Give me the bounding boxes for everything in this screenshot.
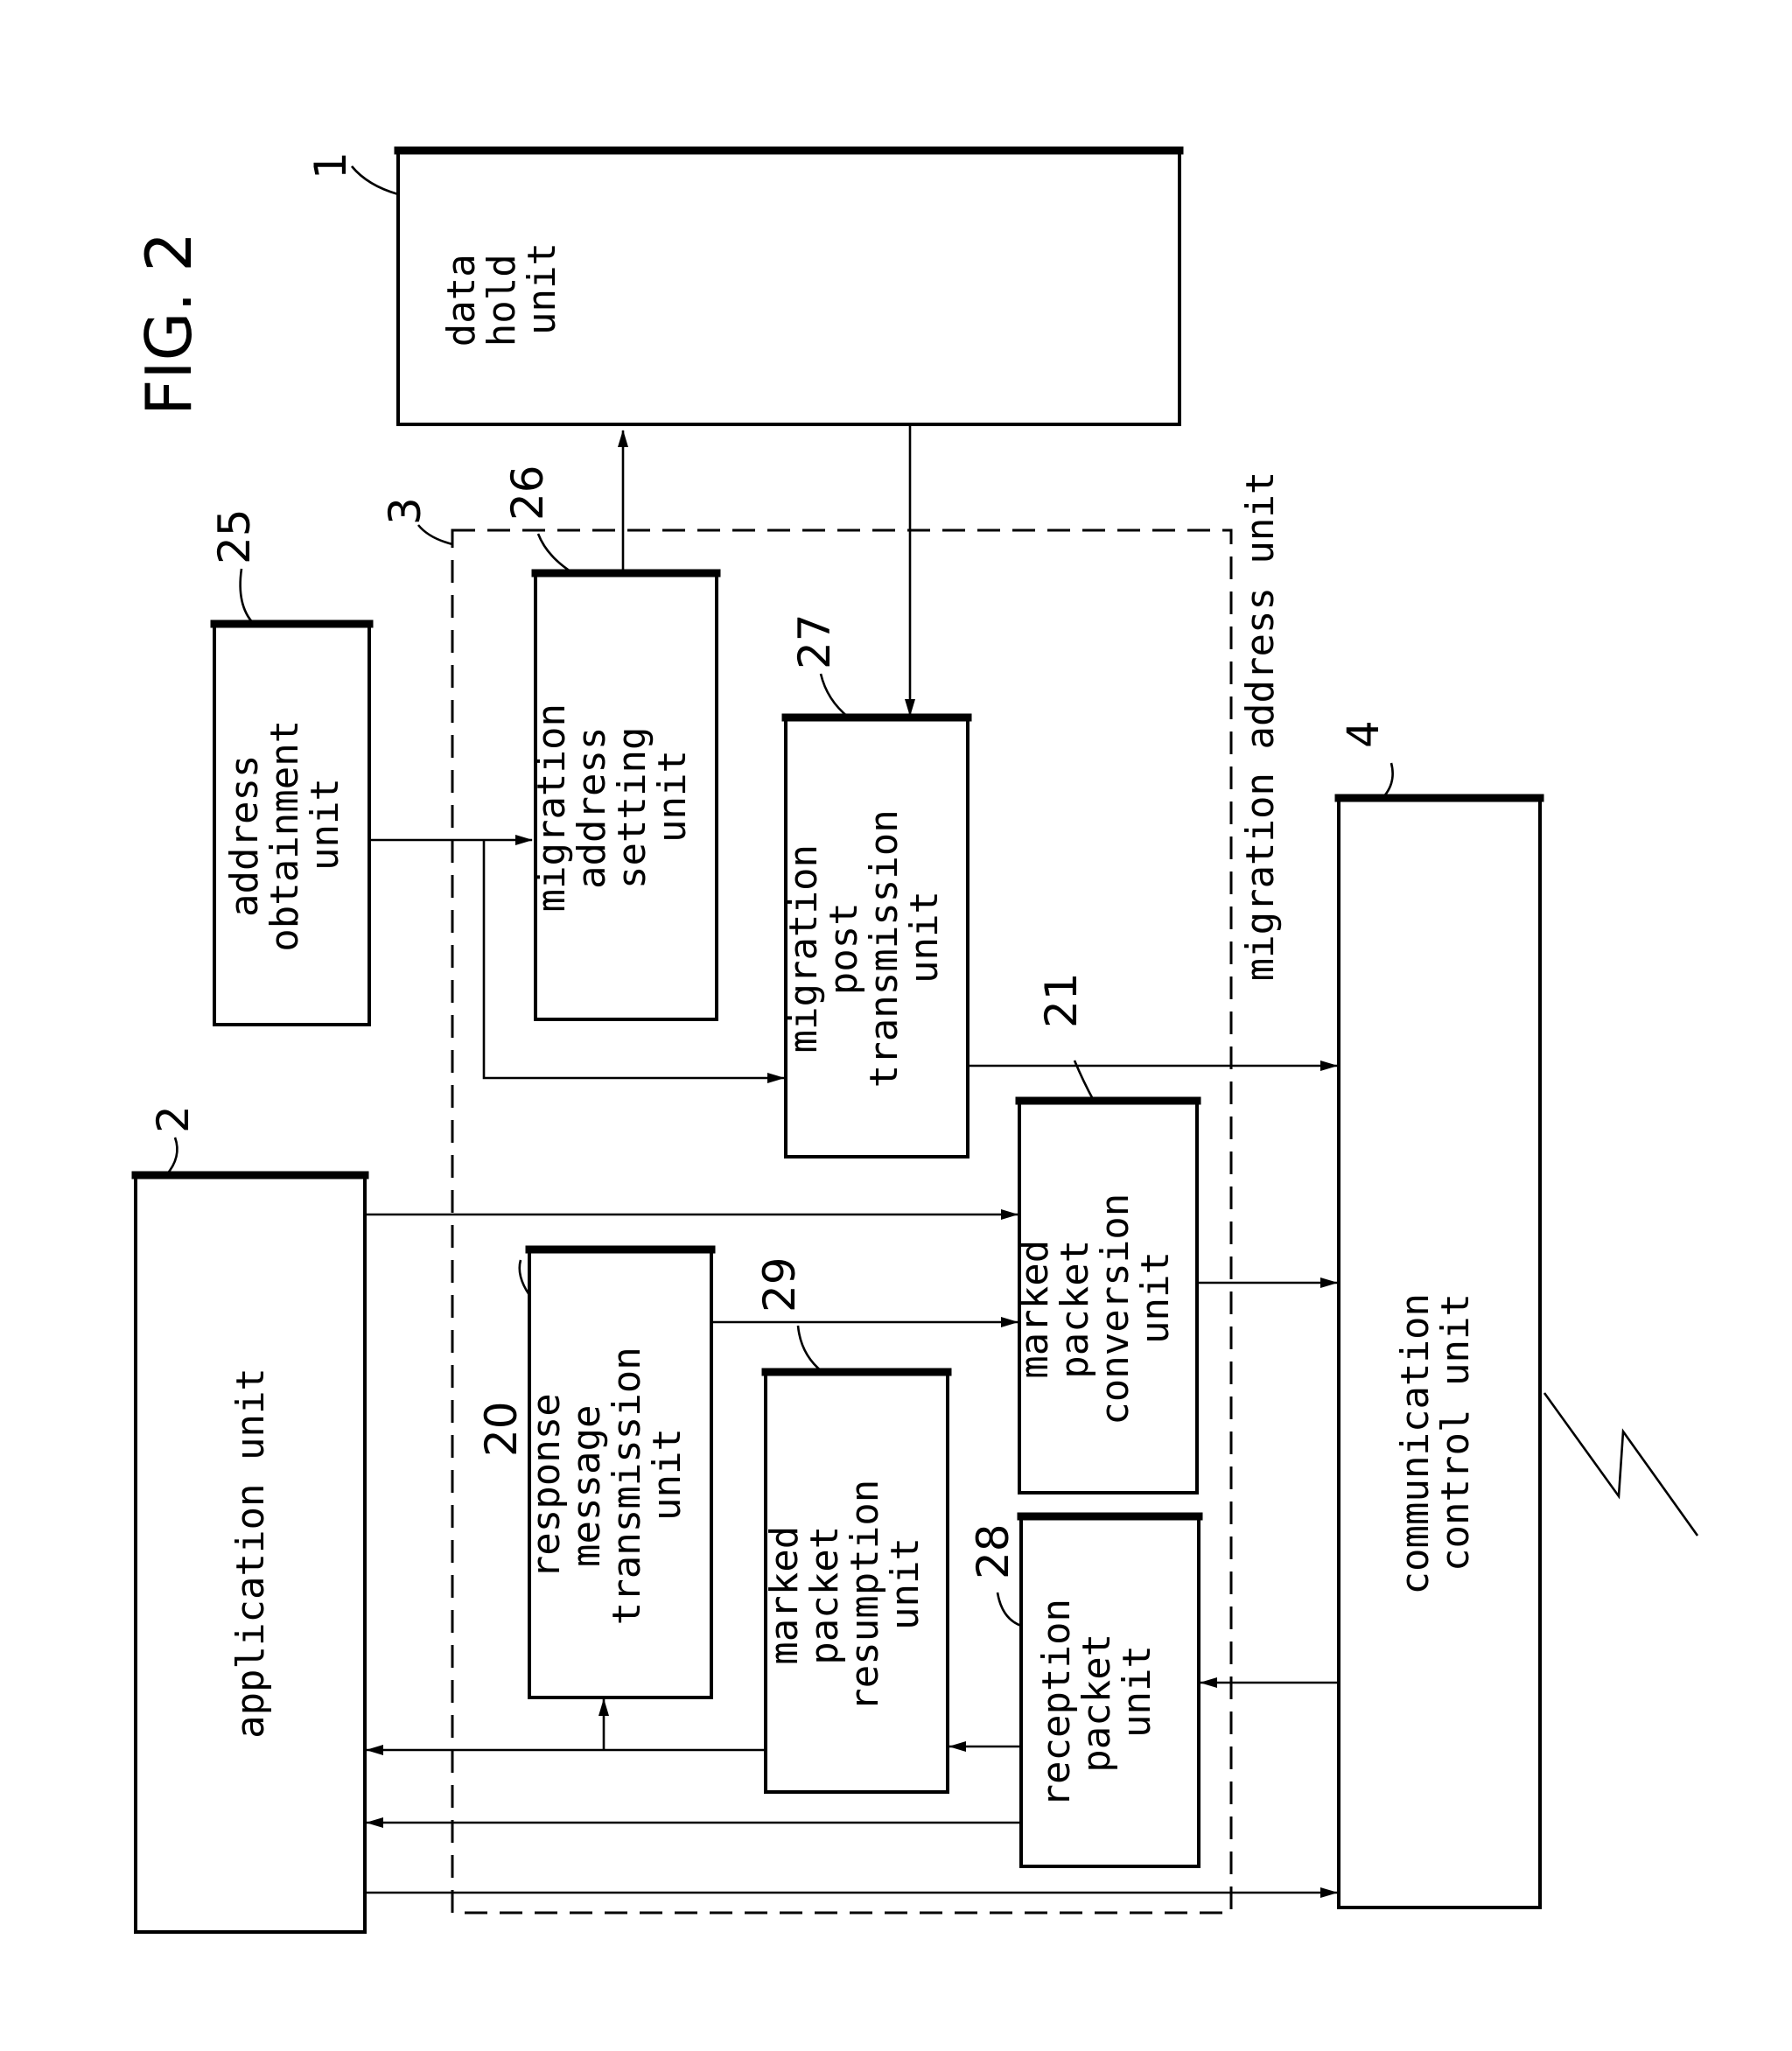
application-unit-line-1: application unit <box>228 1368 273 1739</box>
data-hold-unit-line-1: data <box>439 254 484 346</box>
ref-numeral-26: 26 <box>502 465 553 521</box>
migration-post-transmission-unit-line-2: post <box>822 902 866 995</box>
marked-packet-conversion-unit-line-4: unit <box>1133 1251 1178 1344</box>
migration-post-transmission-unit-line-1: migration <box>781 844 826 1053</box>
reception-packet-unit-line-3: unit <box>1115 1645 1159 1738</box>
migration-address-setting-unit-line-3: setting <box>610 727 654 889</box>
ref-numeral-29: 29 <box>754 1256 805 1312</box>
response-message-transmission-unit-line-2: message <box>564 1405 609 1567</box>
ref-numeral-1: 1 <box>305 151 356 179</box>
address-obtainment-unit-line-2: obtainment <box>262 720 307 952</box>
marked-packet-resumption-unit-line-3: resumption <box>843 1480 887 1712</box>
marked-packet-resumption-unit-block: marked packet resumption unit <box>762 1372 948 1792</box>
ref-numeral-25: 25 <box>209 508 260 564</box>
application-unit-block: application unit <box>136 1175 365 1932</box>
response-message-transmission-unit-line-3: transmission <box>605 1347 649 1625</box>
response-message-transmission-unit-line-1: response <box>524 1393 569 1578</box>
migration-address-setting-unit-block: migration address setting unit <box>529 573 717 1019</box>
ref-numeral-27: 27 <box>789 613 840 669</box>
wireless-link-symbol <box>1544 1393 1698 1536</box>
marked-packet-conversion-unit-block: marked packet conversion unit <box>1012 1101 1197 1493</box>
ref-numeral-20: 20 <box>476 1401 527 1457</box>
ref-numeral-3: 3 <box>380 497 430 525</box>
marked-packet-conversion-unit-line-1: marked <box>1012 1240 1057 1379</box>
ref-numeral-28: 28 <box>968 1523 1018 1579</box>
ref-numeral-21: 21 <box>1036 972 1087 1028</box>
data-hold-unit-line-3: unit <box>520 242 564 335</box>
data-hold-unit-block: data hold unit <box>398 150 1180 424</box>
address-obtainment-unit-line-3: unit <box>303 778 347 871</box>
communication-control-unit-line-2: control unit <box>1433 1293 1478 1572</box>
address-obtainment-unit-block: address obtainment unit <box>214 624 369 1025</box>
marked-packet-conversion-unit-line-3: conversion <box>1093 1194 1138 1425</box>
svg-text:data hold unit: data hold unit <box>439 231 564 346</box>
migration-address-setting-unit-line-1: migration <box>529 704 574 912</box>
migration-address-setting-unit-line-4: unit <box>650 750 695 843</box>
data-hold-unit-line-2: hold <box>480 254 524 346</box>
migration-post-transmission-unit-line-3: transmission <box>862 809 906 1088</box>
marked-packet-conversion-unit-line-2: packet <box>1053 1240 1097 1379</box>
marked-packet-resumption-unit-line-1: marked <box>762 1526 807 1665</box>
marked-packet-resumption-unit-line-2: packet <box>802 1526 847 1665</box>
address-obtainment-unit-line-1: address <box>222 755 267 917</box>
reception-packet-unit-block: reception packet unit <box>1021 1516 1199 1866</box>
svg-text:communication control un: communication control unit <box>1393 1270 1478 1595</box>
communication-control-unit-line-1: communication <box>1393 1293 1438 1594</box>
marked-packet-resumption-unit-line-4: unit <box>883 1537 928 1630</box>
response-message-transmission-unit-block: response message transmission unit <box>524 1250 711 1698</box>
svg-text:application unit: application unit <box>228 1368 273 1739</box>
figure-label: FIG. 2 <box>132 232 206 416</box>
migration-post-transmission-unit-line-4: unit <box>902 891 947 984</box>
response-message-transmission-unit-line-4: unit <box>645 1428 690 1521</box>
reception-packet-unit-line-2: packet <box>1074 1634 1119 1773</box>
ref-numeral-4: 4 <box>1338 720 1389 748</box>
migration-address-setting-unit-line-2: address <box>570 727 614 889</box>
migration-address-unit-label: migration address unit <box>1238 472 1283 982</box>
ref-numeral-2: 2 <box>148 1105 199 1133</box>
communication-control-unit-block: communication control unit <box>1339 798 1540 1908</box>
migration-post-transmission-unit-block: migration post transmission unit <box>781 718 968 1157</box>
reception-packet-unit-line-1: reception <box>1034 1599 1079 1807</box>
